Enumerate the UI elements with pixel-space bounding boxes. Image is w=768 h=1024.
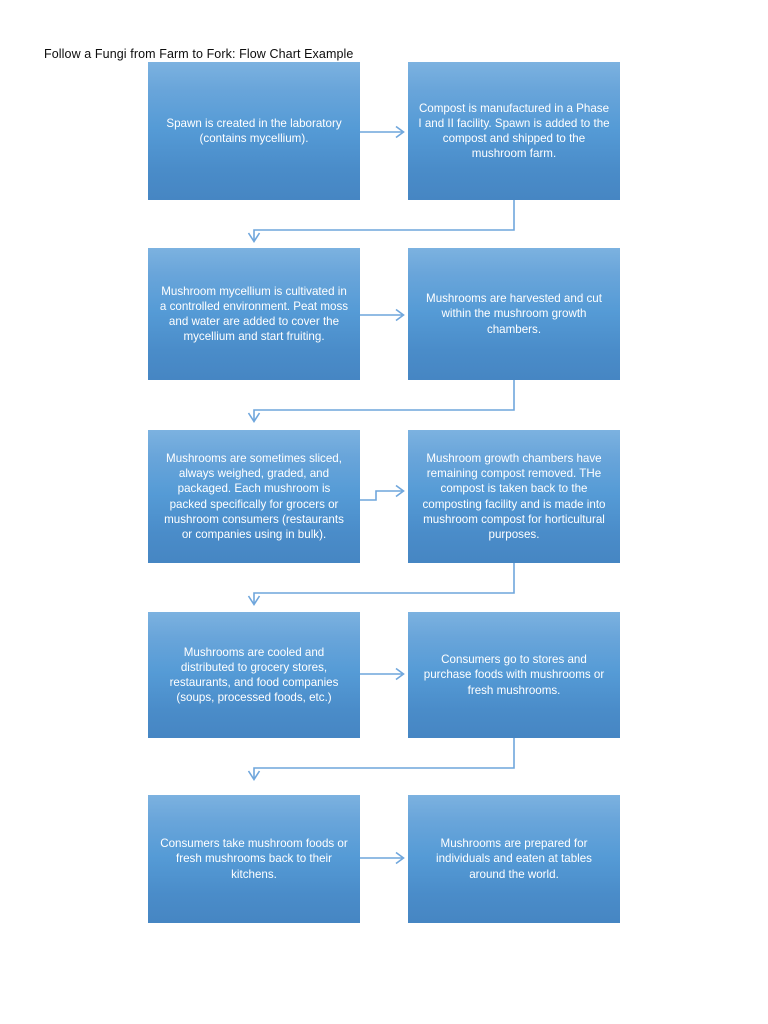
flow-node-8[interactable]: Consumers go to stores and purchase food… [408, 612, 620, 738]
flow-node-10[interactable]: Mushrooms are prepared for individuals a… [408, 795, 620, 923]
flow-node-7-label: Mushrooms are cooled and distributed to … [169, 645, 339, 705]
flow-node-3[interactable]: Mushroom mycellium is cultivated in a co… [148, 248, 360, 380]
connector-node5-to-node6 [360, 478, 412, 512]
connector-node2-to-node3 [247, 200, 528, 248]
flow-node-6[interactable]: Mushroom growth chambers have remaining … [408, 430, 620, 563]
flow-node-9[interactable]: Consumers take mushroom foods or fresh m… [148, 795, 360, 923]
connector-node9-to-node10 [360, 846, 412, 872]
page-title: Follow a Fungi from Farm to Fork: Flow C… [44, 47, 354, 61]
flow-node-2-label: Compost is manufactured in a Phase I and… [418, 101, 610, 161]
flow-node-10-label: Mushrooms are prepared for individuals a… [436, 837, 592, 881]
flow-node-3-label: Mushroom mycellium is cultivated in a co… [159, 284, 349, 344]
connector-node7-to-node8 [360, 662, 412, 688]
flow-node-6-label: Mushroom growth chambers have remaining … [422, 452, 606, 541]
flow-node-2[interactable]: Compost is manufactured in a Phase I and… [408, 62, 620, 200]
flow-node-1-label: Spawn is created in the laboratory (cont… [166, 116, 342, 145]
connector-node8-to-node9 [247, 738, 528, 786]
connector-node1-to-node2 [360, 120, 412, 146]
flow-node-4-label: Mushrooms are harvested and cut within t… [426, 292, 602, 336]
flow-node-7[interactable]: Mushrooms are cooled and distributed to … [148, 612, 360, 738]
flow-node-9-label: Consumers take mushroom foods or fresh m… [160, 837, 348, 881]
connector-node3-to-node4 [360, 303, 412, 329]
flow-node-5[interactable]: Mushrooms are sometimes sliced, always w… [148, 430, 360, 563]
connector-node4-to-node5 [247, 380, 528, 428]
connector-node6-to-node7 [247, 563, 528, 611]
flow-node-8-label: Consumers go to stores and purchase food… [423, 653, 605, 697]
flow-node-1[interactable]: Spawn is created in the laboratory (cont… [148, 62, 360, 200]
flow-node-4[interactable]: Mushrooms are harvested and cut within t… [408, 248, 620, 380]
flow-node-5-label: Mushrooms are sometimes sliced, always w… [164, 452, 344, 541]
